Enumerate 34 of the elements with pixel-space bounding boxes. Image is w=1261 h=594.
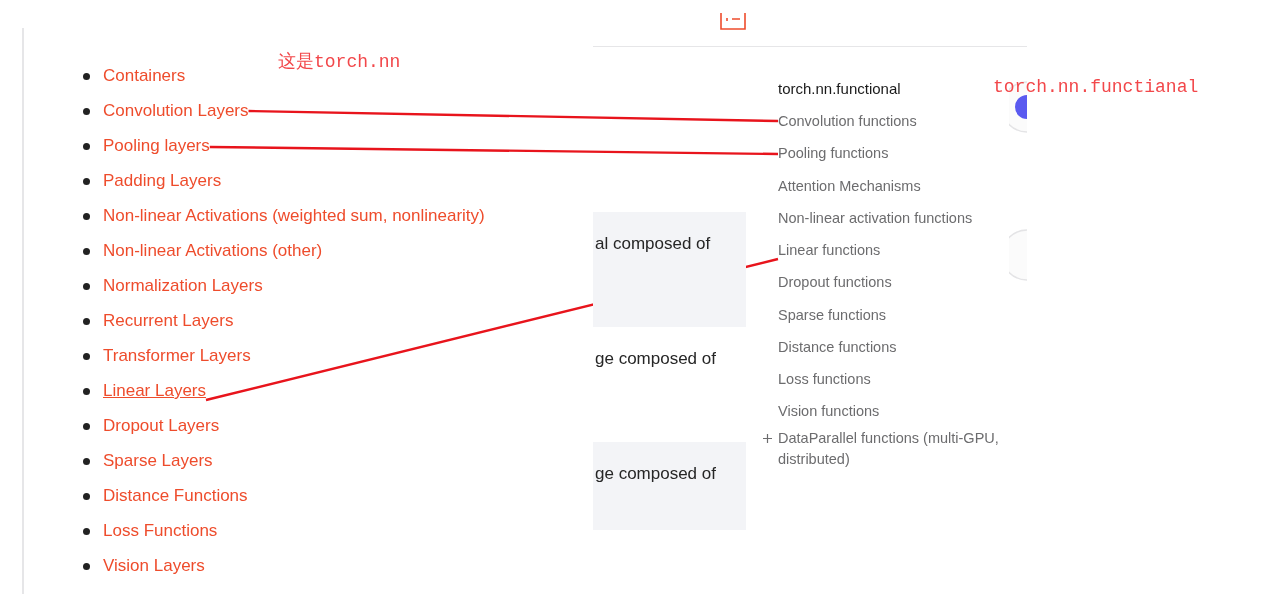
list-link: Distance Functions: [103, 486, 248, 506]
list-link: Loss Functions: [103, 521, 218, 541]
menu-link: DataParallel functions (multi-GPU, distributed): [778, 428, 1000, 469]
list-link: Containers: [103, 66, 186, 86]
menu-link: Non-linear activation functions: [778, 209, 973, 228]
menu-link: Linear functions: [778, 240, 881, 260]
list-link: Transformer Layers: [103, 346, 251, 366]
body-text: al composed of: [595, 234, 711, 254]
list-link: Linear Layers: [103, 381, 206, 401]
connector-line: [209, 145, 778, 156]
list-link: Recurrent Layers: [103, 311, 234, 331]
menu-link: Sparse functions: [778, 306, 886, 325]
list-link: Sparse Layers: [103, 451, 213, 471]
list-link: Non-linear Activations (other): [103, 241, 323, 261]
list-link: Vision Layers: [103, 556, 205, 576]
section-heading: torch.nn.functional: [778, 79, 901, 99]
menu-link: Attention Mechanisms: [778, 177, 921, 196]
menu-link: Vision functions: [778, 402, 880, 421]
list-link: Padding Layers: [103, 171, 222, 191]
list-link: Dropout Layers: [103, 416, 220, 436]
list-link: Non-linear Activations (weighted sum, nonlinearity): [103, 206, 485, 226]
annotation-text: 这是torch.nn: [278, 52, 401, 72]
body-text: ge composed of: [595, 349, 716, 369]
menu-link: Pooling functions: [778, 143, 889, 163]
menu-link: Distance functions: [778, 338, 897, 357]
connector-line: [248, 109, 779, 123]
list-link: Pooling layers: [103, 136, 210, 156]
menu-link: Convolution functions: [778, 111, 917, 131]
body-text: ge composed of: [595, 464, 716, 484]
list-link: Normalization Layers: [103, 276, 263, 296]
list-link: Convolution Layers: [103, 101, 249, 121]
menu-link: Dropout functions: [778, 273, 892, 292]
annotation-text: torch.nn.functianal: [993, 77, 1199, 97]
menu-link: Loss functions: [778, 370, 871, 389]
